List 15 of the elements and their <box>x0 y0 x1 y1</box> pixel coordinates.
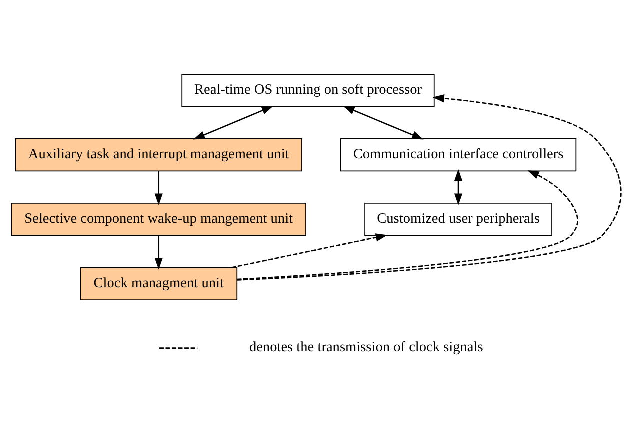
arrow <box>154 235 163 270</box>
arrow <box>237 170 578 280</box>
arrow <box>154 170 163 205</box>
arrow <box>232 233 388 268</box>
arrow <box>193 106 274 140</box>
node-box: Selective component wake-up mangement unit <box>11 202 306 236</box>
arrow <box>454 168 463 205</box>
node-box: Customized user peripherals <box>364 202 552 236</box>
node-box: Clock managment unit <box>80 266 238 300</box>
arrow <box>343 106 424 140</box>
node-box: Auxiliary task and interrupt management unit <box>15 138 302 172</box>
arrow <box>237 94 622 280</box>
node-box: Real-time OS running on soft processor <box>182 74 435 107</box>
node-box: Communication interface controllers <box>340 138 577 172</box>
legend-label: denotes the transmission of clock signals <box>249 339 484 356</box>
